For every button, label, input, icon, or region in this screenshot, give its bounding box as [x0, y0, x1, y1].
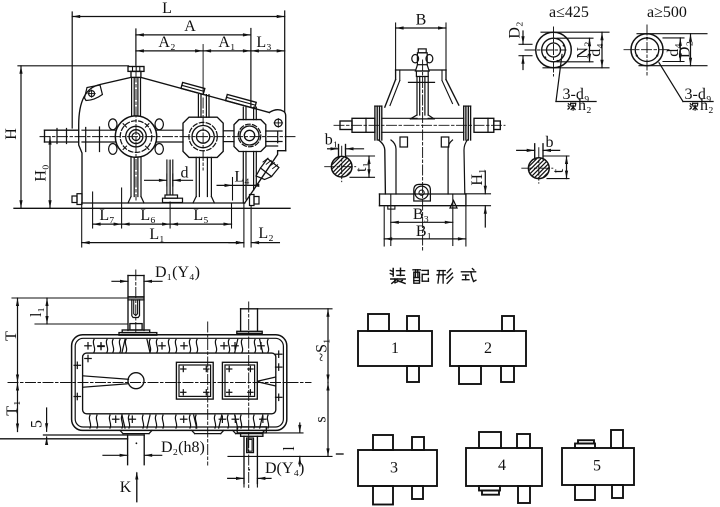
svg-text:L₁: L₁: [149, 226, 164, 243]
svg-text:H₀: H₀: [33, 164, 50, 181]
svg-text:4: 4: [498, 457, 506, 474]
svg-text:h₂: h₂: [700, 97, 714, 114]
svg-text:~S₁: ~S₁: [314, 338, 331, 361]
svg-text:L₅: L₅: [193, 207, 208, 224]
svg-text:L₃: L₃: [256, 34, 271, 51]
svg-text:2: 2: [484, 340, 492, 357]
svg-text:D₂: D₂: [507, 21, 524, 38]
svg-text:s: s: [313, 416, 330, 422]
svg-text:b: b: [546, 134, 554, 151]
svg-text:T: T: [3, 331, 20, 341]
svg-text:T₁: T₁: [4, 400, 21, 415]
svg-text:d₄: d₄: [665, 43, 682, 57]
svg-text:3: 3: [390, 460, 398, 477]
svg-text:l₁: l₁: [28, 307, 45, 317]
svg-text:D₁(Y₄): D₁(Y₄): [155, 264, 200, 281]
svg-text:h₂: h₂: [578, 97, 592, 114]
svg-text:L₆: L₆: [140, 207, 155, 224]
svg-text:t₁: t₁: [353, 162, 370, 172]
svg-text:H₁: H₁: [469, 168, 486, 185]
svg-text:D₂(h8): D₂(h8): [161, 439, 205, 456]
svg-text:3-d₉: 3-d₉: [563, 86, 590, 103]
svg-text:L₂: L₂: [258, 225, 273, 242]
svg-text:N₂: N₂: [575, 41, 592, 58]
svg-text:L₇: L₇: [99, 207, 114, 224]
svg-text:B₁: B₁: [416, 223, 432, 240]
svg-text:d: d: [181, 165, 189, 182]
svg-text:A: A: [184, 18, 196, 35]
svg-text:B: B: [416, 12, 427, 29]
svg-text:D(Y₄): D(Y₄): [265, 460, 304, 477]
svg-text:L₄: L₄: [234, 169, 250, 186]
svg-text:b₁: b₁: [325, 132, 339, 149]
svg-text:B₃: B₃: [413, 206, 429, 223]
svg-text:a≥500: a≥500: [647, 4, 687, 21]
svg-text:5: 5: [29, 420, 46, 428]
svg-text:1: 1: [391, 340, 399, 357]
svg-text:A₁: A₁: [218, 34, 235, 51]
svg-text:3-d₉: 3-d₉: [685, 86, 712, 103]
svg-text:K: K: [120, 479, 132, 496]
svg-text:t: t: [550, 168, 567, 173]
svg-text:A₂: A₂: [158, 34, 175, 51]
svg-text:H: H: [3, 128, 20, 140]
svg-text:d₄: d₄: [587, 43, 604, 57]
svg-text:5: 5: [593, 458, 601, 475]
svg-text:L: L: [162, 0, 172, 17]
svg-text:a≤425: a≤425: [549, 4, 589, 21]
svg-text:l: l: [281, 446, 298, 451]
